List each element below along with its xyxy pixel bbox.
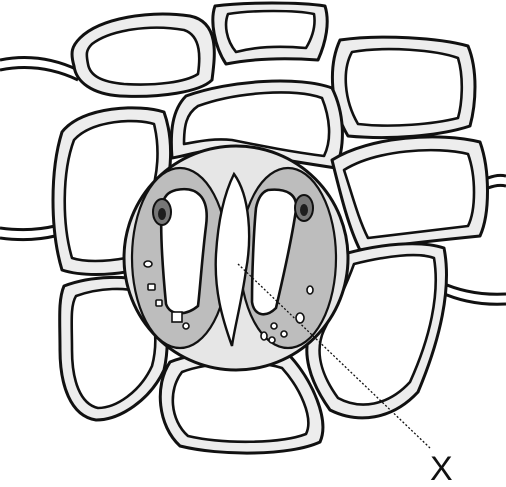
label-x: X — [430, 450, 453, 487]
nucleus-left — [153, 199, 171, 225]
epidermal-cell-top-left — [72, 14, 214, 96]
epidermal-cell-top-right — [332, 37, 475, 137]
nucleus-right — [295, 195, 313, 221]
epidermal-cell-right-middle — [332, 137, 488, 250]
epidermal-cell-top-middle — [213, 3, 327, 64]
